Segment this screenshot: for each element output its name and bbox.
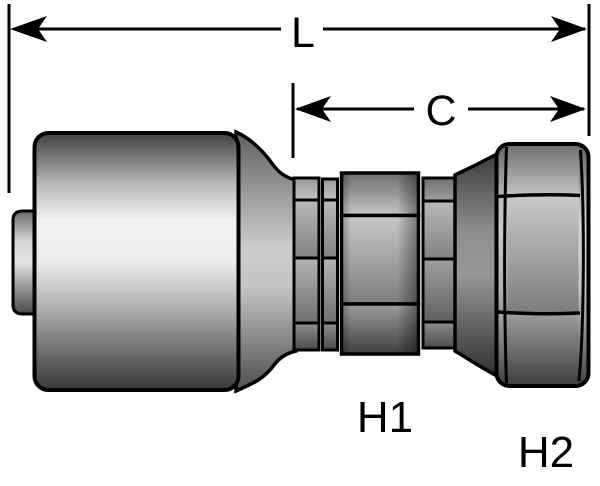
- dimension-line-C: [295, 96, 586, 122]
- hex2-swivel-nut: [494, 142, 591, 388]
- arrowhead-right: [551, 16, 587, 42]
- arrowhead-right: [550, 96, 586, 122]
- arrowhead-left: [10, 16, 47, 42]
- dimension-annotations: [7, 4, 591, 193]
- dimension-label-C: C: [425, 87, 456, 135]
- dimension-line-L: [10, 16, 587, 42]
- collar: [453, 151, 499, 379]
- dimension-label-H1: H1: [357, 393, 413, 442]
- hex1-right-facet: [421, 176, 457, 350]
- hex2-right-facet-line: [577, 149, 585, 382]
- hex2-left-chamfer: [496, 144, 508, 386]
- hex-strip-2: [321, 177, 339, 352]
- hex1-center-flat: [339, 171, 421, 356]
- arrowhead-left: [295, 96, 331, 122]
- hex2-left-facet-line: [503, 146, 508, 384]
- dimension-label-L: L: [291, 9, 315, 57]
- hex-strip-1: [292, 176, 321, 352]
- crimp-shell: [32, 131, 241, 392]
- fitting-body: [11, 129, 591, 394]
- taper-cone: [234, 129, 298, 394]
- dimension-label-H2: H2: [518, 428, 574, 477]
